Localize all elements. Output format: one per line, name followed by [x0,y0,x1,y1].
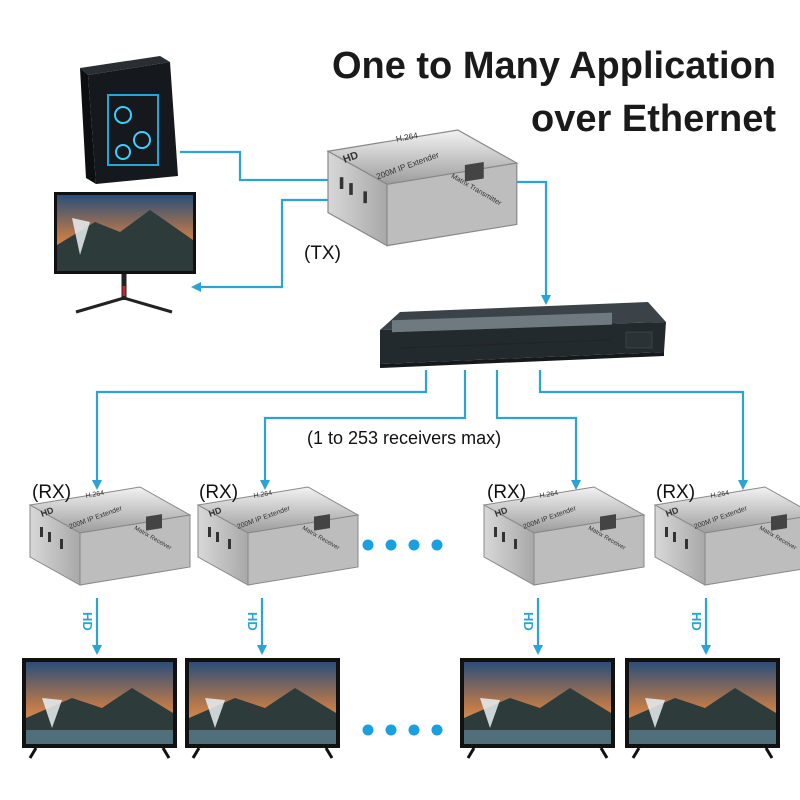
tv-4 [623,656,782,760]
receiver-device-1: HD H.264 200M IP Extender Matrix Receive… [29,486,191,586]
rx-label-2: (RX) [199,482,239,503]
wire-switch-to-rx4 [538,370,748,490]
diagram-title-line-2: over Ethernet [531,98,776,140]
rx3-brand-logo: HD [493,505,509,519]
tx-brand-logo: HD [341,149,360,166]
hd-label-2: HD [245,612,260,631]
ellipsis-dot [385,539,397,551]
tv-1 [20,656,179,760]
rx4-codec-text: H.264 [710,490,730,500]
hd-label-3: HD [521,612,536,631]
hd-label-4: HD [689,612,704,631]
ellipsis-dot [408,539,420,551]
receiver-device-2: HD H.264 200M IP Extender Matrix Receive… [197,486,359,586]
rx1-brand-logo: HD [39,505,55,519]
wire-tx-to-monitor [191,198,330,292]
local-monitor [54,192,196,314]
rx1-codec-text: H.264 [85,490,105,500]
rx-label-3: (RX) [487,482,527,503]
wire-switch-to-rx2 [260,370,467,490]
transmitter-device: HD H.264 200M IP Extender Matrix Transmi… [327,129,518,247]
wire-pc-to-tx [180,150,330,182]
network-switch [380,302,666,368]
ellipsis-dot [362,539,374,551]
ellipsis-dot [431,539,443,551]
rx-label-4: (RX) [656,482,696,503]
wire-switch-to-rx3 [495,370,581,490]
ellipsis-dot [431,724,443,736]
hd-label-1: HD [80,612,95,631]
receivers-max-label: (1 to 253 receivers max) [307,428,502,448]
ellipsis-dot [408,724,420,736]
receiver-ellipsis [362,539,443,551]
tv-ellipsis [362,724,443,736]
tx-label: (TX) [304,243,341,264]
wire-switch-to-rx1 [92,370,428,490]
pc-tower [80,56,178,184]
rx2-brand-logo: HD [207,505,223,519]
diagram-title-line-1: One to Many Application [331,45,776,87]
rx-label-1: (RX) [32,482,72,503]
rx2-codec-text: H.264 [253,490,273,500]
receiver-device-4: HD H.264 200M IP Extender Matrix Receive… [654,486,800,586]
ellipsis-dot [385,724,397,736]
connection-lines [92,150,748,655]
tx-codec-text: H.264 [395,131,419,144]
rx4-brand-logo: HD [664,505,680,519]
tv-2 [183,656,342,760]
receiver-device-3: HD H.264 200M IP Extender Matrix Receive… [483,486,645,586]
ellipsis-dot [362,724,374,736]
tv-3 [458,656,617,760]
rx3-codec-text: H.264 [539,490,559,500]
wire-tx-to-switch [515,180,551,305]
